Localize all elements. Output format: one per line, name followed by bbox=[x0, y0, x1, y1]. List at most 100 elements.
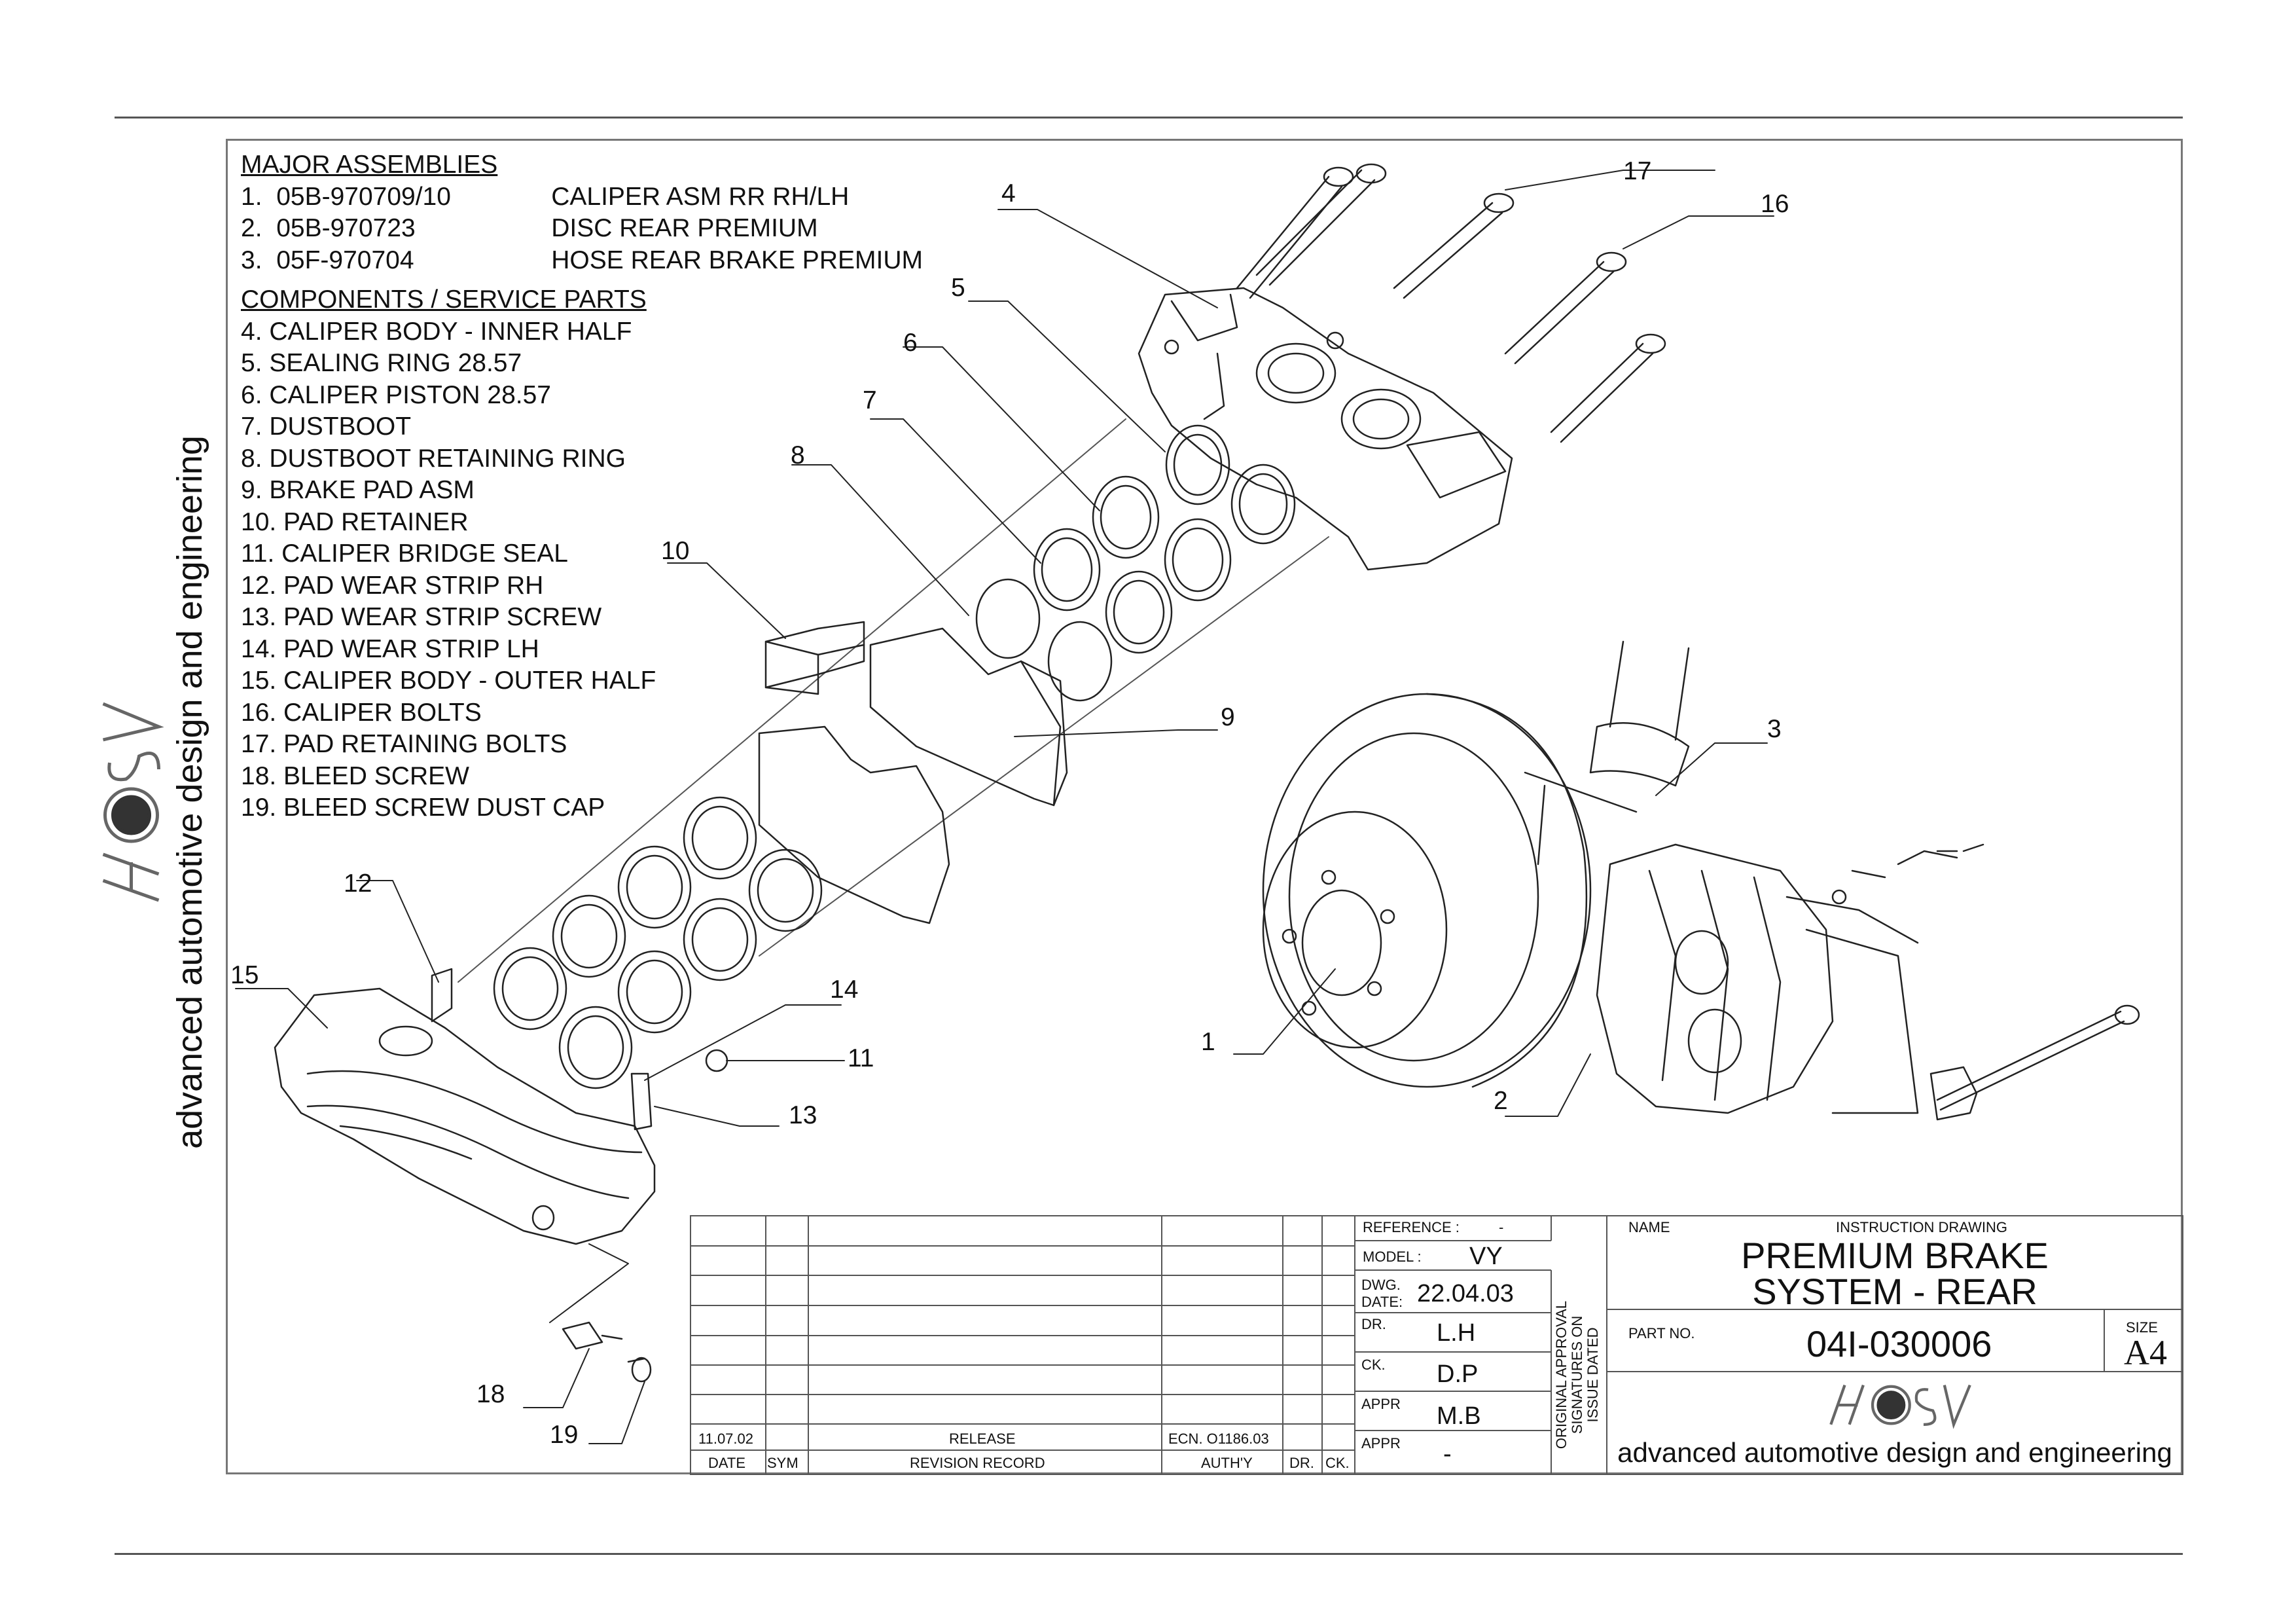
major-assembly-item: 2. 05B-970723 DISC REAR PREMIUM bbox=[241, 213, 923, 245]
component-item: 13. PAD WEAR STRIP SCREW bbox=[241, 603, 602, 631]
callout-5: 5 bbox=[951, 274, 965, 302]
drawing-title-line-2: SYSTEM - REAR bbox=[1752, 1271, 2037, 1312]
drawn-by-value: L.H bbox=[1437, 1319, 1476, 1347]
part-description: DISC REAR PREMIUM bbox=[551, 214, 818, 242]
component-item: 5. SEALING RING 28.57 bbox=[241, 349, 522, 377]
callout-8: 8 bbox=[791, 441, 805, 469]
size-value: A4 bbox=[2124, 1333, 2167, 1372]
approval-note-line-2: SIGNATURES ON bbox=[1569, 1315, 1585, 1434]
callout-18: 18 bbox=[476, 1380, 505, 1408]
component-item: 14. PAD WEAR STRIP LH bbox=[241, 634, 539, 663]
callout-7: 7 bbox=[863, 386, 877, 414]
major-assembly-item: 3. 05F-970704 HOSE REAR BRAKE PREMIUM bbox=[241, 245, 923, 277]
part-number-value: 04I-030006 bbox=[1806, 1323, 1992, 1364]
callout-11: 11 bbox=[848, 1044, 874, 1072]
revision-date: 11.07.02 bbox=[698, 1431, 754, 1447]
bleed-screw bbox=[562, 1321, 652, 1383]
caliper-assembly bbox=[1596, 843, 1919, 1114]
brake-pad-outer bbox=[758, 725, 950, 924]
callout-10: 10 bbox=[661, 537, 690, 565]
component-item: 11. CALIPER BRIDGE SEAL bbox=[241, 539, 568, 568]
approved-by-2-value: - bbox=[1443, 1440, 1452, 1468]
model-value: VY bbox=[1469, 1243, 1503, 1270]
callout-12: 12 bbox=[344, 869, 372, 898]
part-number: 05B-970709/10 bbox=[276, 182, 451, 211]
seal-and-piston-rings bbox=[975, 424, 1296, 702]
approved-by-2-label: APPR bbox=[1361, 1435, 1401, 1451]
callout-1: 1 bbox=[1201, 1028, 1215, 1056]
bolts bbox=[1236, 163, 1666, 443]
component-item: 6. CALIPER PISTON 28.57 bbox=[241, 380, 551, 409]
brake-pad-inner bbox=[869, 627, 1062, 807]
components-heading: COMPONENTS / SERVICE PARTS bbox=[241, 285, 647, 314]
approved-by-value: M.B bbox=[1437, 1402, 1481, 1430]
bottom-rule bbox=[115, 1553, 2183, 1555]
size-label: SIZE bbox=[2126, 1319, 2158, 1336]
callout-3: 3 bbox=[1767, 715, 1782, 743]
name-label: NAME bbox=[1628, 1219, 1670, 1235]
header-authy: AUTH'Y bbox=[1201, 1455, 1253, 1471]
callout-13: 13 bbox=[789, 1101, 817, 1129]
callout-15: 15 bbox=[230, 961, 259, 989]
approval-note-line-1: ORIGINAL APPROVAL bbox=[1553, 1300, 1570, 1450]
dwg-date-label-1: DWG. bbox=[1361, 1277, 1401, 1293]
parts-legend: MAJOR ASSEMBLIES 1. 05B-970709/10 CALIPER… bbox=[241, 149, 923, 824]
header-ck: CK. bbox=[1325, 1455, 1350, 1471]
item-number: 2. bbox=[241, 214, 262, 242]
title-block-tagline: advanced automotive design and engineeri… bbox=[1617, 1437, 2172, 1468]
callout-19: 19 bbox=[550, 1421, 579, 1449]
major-assembly-item: 1. 05B-970709/10 CALIPER ASM RR RH/LH bbox=[241, 181, 923, 213]
component-item: 7. DUSTBOOT bbox=[241, 412, 412, 441]
top-rule bbox=[115, 117, 2183, 119]
wear-strip-lh bbox=[630, 1072, 653, 1131]
caliper-outer-half bbox=[274, 987, 656, 1245]
approval-note: ORIGINAL APPROVAL SIGNATURES ON ISSUE DA… bbox=[1553, 1300, 1601, 1450]
hsv-logo-title-block bbox=[1793, 1378, 2003, 1437]
callout-14: 14 bbox=[830, 976, 859, 1004]
component-item: 8. DUSTBOOT RETAINING RING bbox=[241, 444, 626, 473]
major-assemblies-heading: MAJOR ASSEMBLIES bbox=[241, 151, 498, 179]
revision-record: RELEASE bbox=[949, 1431, 1016, 1447]
hsv-logo-side bbox=[94, 697, 175, 913]
callout-16: 16 bbox=[1761, 190, 1789, 218]
part-description: CALIPER ASM RR RH/LH bbox=[551, 182, 850, 211]
reference-label: REFERENCE : bbox=[1363, 1219, 1460, 1235]
header-revision-record: REVISION RECORD bbox=[910, 1455, 1045, 1471]
component-item: 18. BLEED SCREW bbox=[241, 761, 469, 790]
wear-strip-rh bbox=[431, 968, 453, 1023]
pad-retainer bbox=[764, 621, 865, 695]
component-item: 15. CALIPER BODY - OUTER HALF bbox=[241, 666, 656, 695]
part-description: HOSE REAR BRAKE PREMIUM bbox=[551, 246, 923, 274]
part-no-label: PART NO. bbox=[1628, 1325, 1695, 1341]
part-number: 05B-970723 bbox=[276, 214, 416, 242]
callout-17: 17 bbox=[1623, 157, 1652, 185]
brake-disc bbox=[1262, 693, 1592, 1088]
component-item: 9. BRAKE PAD ASM bbox=[241, 476, 475, 504]
item-number: 3. bbox=[241, 246, 262, 274]
checked-by-label: CK. bbox=[1361, 1357, 1386, 1373]
component-item: 17. PAD RETAINING BOLTS bbox=[241, 730, 567, 758]
header-sym: SYM bbox=[767, 1455, 798, 1471]
dwg-date-label-2: DATE: bbox=[1361, 1294, 1403, 1310]
callout-6: 6 bbox=[903, 329, 918, 357]
model-label: MODEL : bbox=[1363, 1249, 1422, 1265]
component-item: 10. PAD RETAINER bbox=[241, 507, 469, 536]
approved-by-label: APPR bbox=[1361, 1396, 1401, 1412]
item-number: 1. bbox=[241, 182, 262, 211]
caliper-inner-half bbox=[1138, 287, 1513, 571]
drawing-type: INSTRUCTION DRAWING bbox=[1836, 1219, 2007, 1235]
header-dr: DR. bbox=[1289, 1455, 1314, 1471]
drawing-title-line-1: PREMIUM BRAKE bbox=[1741, 1235, 2049, 1276]
checked-by-value: D.P bbox=[1437, 1360, 1479, 1388]
component-item: 12. PAD WEAR STRIP RH bbox=[241, 571, 544, 600]
part-number: 05F-970704 bbox=[276, 246, 414, 274]
drawn-by-label: DR. bbox=[1361, 1316, 1386, 1332]
header-date: DATE bbox=[708, 1455, 746, 1471]
callout-2: 2 bbox=[1494, 1087, 1508, 1115]
callout-4: 4 bbox=[1001, 179, 1016, 208]
callout-9: 9 bbox=[1221, 703, 1235, 731]
reference-value: - bbox=[1499, 1219, 1504, 1235]
component-item: 19. BLEED SCREW DUST CAP bbox=[241, 793, 605, 822]
